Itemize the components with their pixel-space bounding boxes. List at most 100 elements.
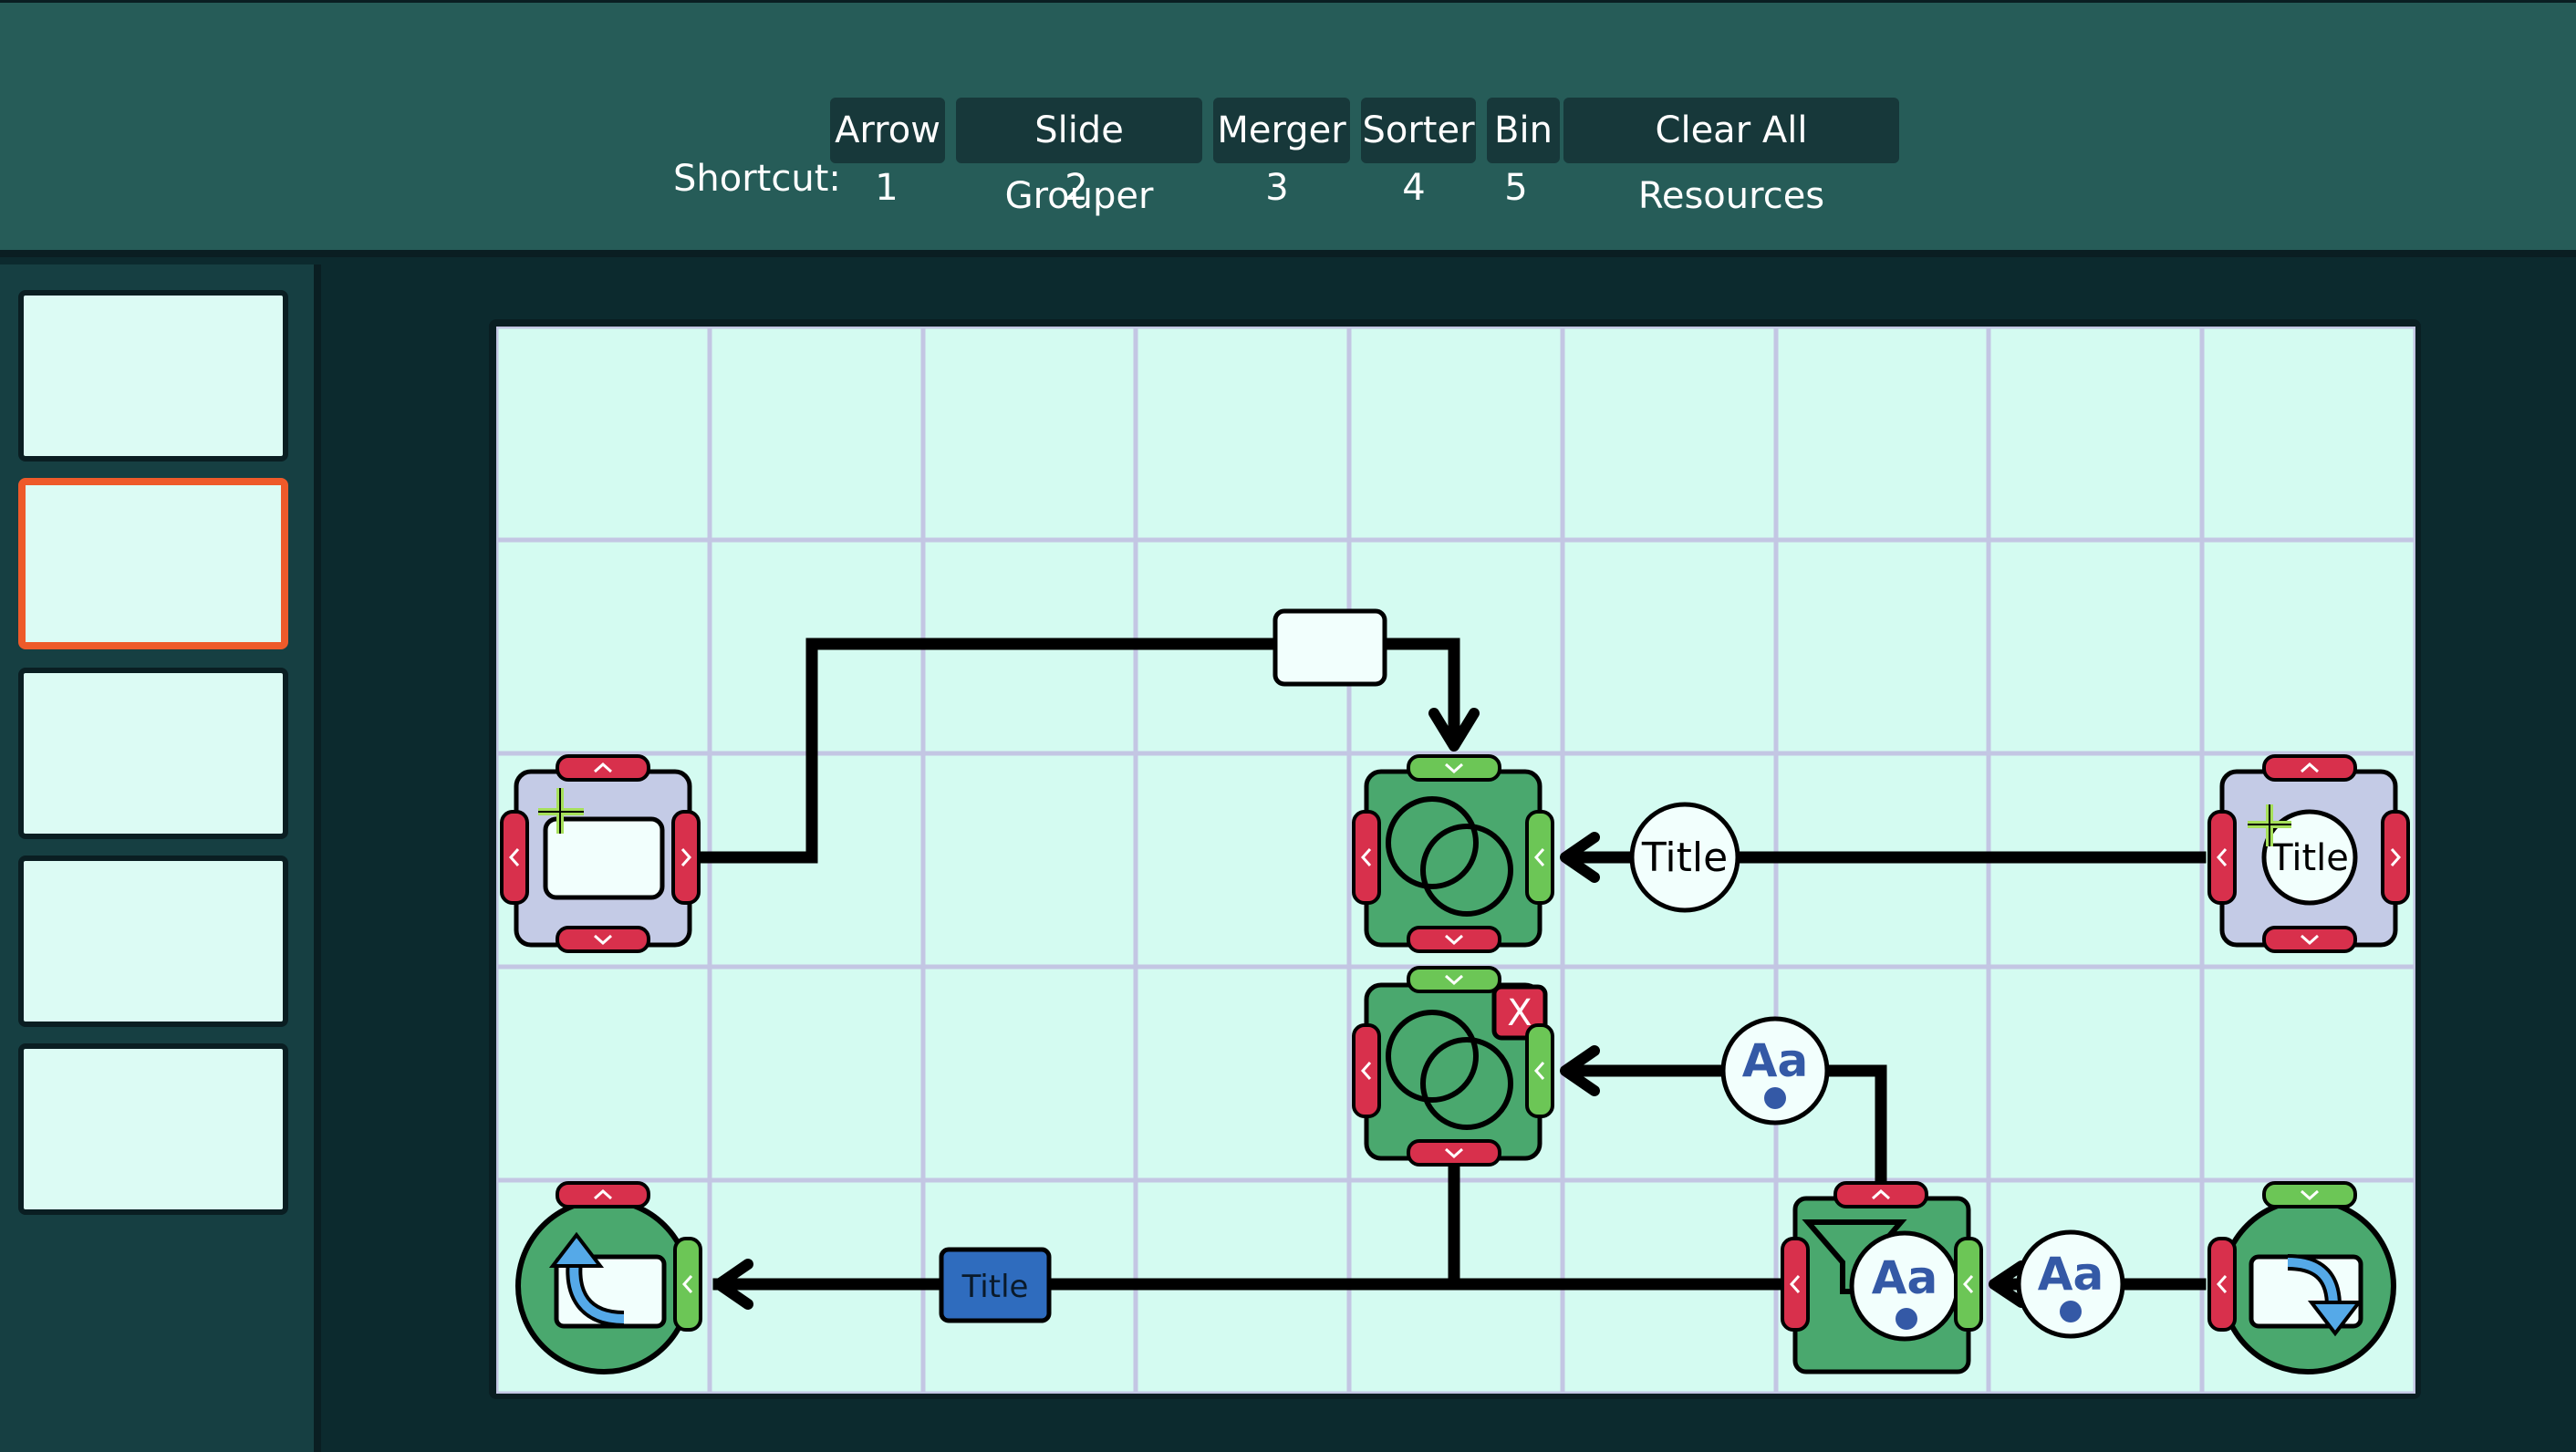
input-port-down[interactable] [1407,754,1501,782]
merger-tool-button[interactable]: Merger [1213,98,1350,163]
shortcut-key-sorter: 4 [1402,167,1426,209]
merge-circle-icon [1420,824,1513,917]
chevron-left-icon [2216,848,2228,866]
output-port-left[interactable] [2207,1237,2237,1332]
slide-thumbnail-2[interactable] [18,478,288,649]
chevron-left-icon [1533,1062,1545,1080]
resource-title-circle[interactable]: Title [1629,802,1740,913]
chevron-left-icon [1962,1275,1974,1293]
chevron-up-icon [594,762,612,773]
output-port-down[interactable] [2262,926,2357,953]
arrowhead-left-icon [1989,1260,2027,1308]
chevron-left-icon [1360,1062,1372,1080]
clear-all-resources-button[interactable]: Clear All Resources [1563,98,1899,217]
text-glyph-icon: Aa [2038,1248,2103,1301]
shortcut-label: Shortcut: [673,158,841,200]
chevron-down-icon [594,934,612,946]
shortcut-key-slide-grouper: 2 [1065,167,1088,209]
bin-merger-node[interactable]: X [1364,982,1548,1161]
chevron-left-icon [2216,1275,2228,1293]
chevron-left-icon [1360,848,1372,866]
chevron-left-icon [1533,848,1545,866]
slide-source-node[interactable] [514,769,692,948]
output-port-down[interactable] [1407,1139,1501,1167]
output-node[interactable] [515,1198,692,1374]
output-port-up[interactable] [1833,1181,1928,1208]
chevron-left-icon [508,848,520,866]
chevron-up-icon [2301,762,2319,773]
input-port-left[interactable] [673,1237,702,1332]
output-port-left[interactable] [500,810,529,905]
title-source-text: Title [2270,837,2349,879]
chevron-up-icon [1872,1188,1890,1200]
input-port-down[interactable] [2262,1181,2357,1208]
resource-title-tag[interactable]: Title [939,1247,1052,1323]
slide-thumbnail-5[interactable] [18,1043,288,1215]
dot-icon [2060,1301,2082,1322]
resource-text-circle[interactable]: Aa [1720,1016,1830,1125]
slide-thumbnail-4[interactable] [18,856,288,1027]
dot-icon [1764,1087,1786,1109]
arrowheads [713,708,2027,1310]
slide-thumbnail-1[interactable] [18,290,288,462]
game-board[interactable]: Title Aa Aa Title Title [496,327,2415,1394]
chevron-up-icon [594,1188,612,1200]
output-port-right[interactable] [671,810,701,905]
output-port-up[interactable] [556,1181,650,1208]
arrowhead-down-icon [1428,708,1480,752]
merge-circle-icon [1420,1037,1513,1130]
rotate-back-arrow-icon [569,1260,625,1323]
resource-text-circle[interactable]: Aa [2016,1229,2125,1339]
input-port-left[interactable] [1954,1237,1983,1332]
chevron-down-icon [1445,1147,1463,1159]
resource-slide-card[interactable] [1272,608,1387,687]
chevron-down-icon [1445,762,1463,774]
output-port-left[interactable] [1352,810,1381,905]
merge-circle-icon [1386,1010,1479,1103]
chevron-left-icon [1789,1275,1801,1293]
input-port-left[interactable] [1525,810,1554,905]
arrowhead-left-icon [1560,832,1600,883]
rotate-forward-arrow-icon [2287,1258,2338,1307]
bin-tool-button[interactable]: Bin [1487,98,1560,163]
top-toolbar: Arrow Slide Grouper Merger Sorter Bin Cl… [0,0,2576,257]
title-source-node[interactable]: Title [2219,769,2398,948]
chevron-down-icon [1445,934,1463,946]
output-port-down[interactable] [1407,926,1501,953]
resource-title-circle-text: Title [1641,835,1728,881]
input-port-left[interactable] [1525,1023,1554,1118]
merger-node[interactable] [1364,769,1542,948]
output-port-left[interactable] [2207,810,2237,905]
sorter-tool-button[interactable]: Sorter [1361,98,1476,163]
output-port-right[interactable] [2381,810,2410,905]
output-port-up[interactable] [556,754,650,782]
arrowhead-left-icon [713,1259,753,1310]
arrow-tool-button[interactable]: Arrow [830,98,945,163]
slide-thumbnail-3[interactable] [18,668,288,839]
chevron-down-icon [2301,1189,2319,1201]
output-port-down[interactable] [556,926,650,953]
arrowhead-left-icon [1560,1045,1600,1096]
slide-grouper-tool-button[interactable]: Slide Grouper [956,98,1202,217]
merge-circle-icon [1386,796,1479,889]
arrow-sorter-to-bin-merger[interactable] [1564,1064,1887,1199]
chevron-left-icon [681,1275,693,1293]
output-port-left[interactable] [1781,1237,1810,1332]
shortcut-key-bin: 5 [1504,167,1528,209]
chevron-right-icon [680,848,692,866]
close-icon: X [1507,992,1532,1034]
output-port-left[interactable] [1352,1023,1381,1118]
resource-title-tag-text: Title [961,1269,1029,1305]
text-source-node[interactable] [2219,1198,2396,1374]
output-port-up[interactable] [2262,754,2357,782]
arrow-slide-source-to-merger-top[interactable] [694,638,1460,864]
slide-preview [543,816,665,900]
input-port-down[interactable] [1407,966,1501,993]
shortcut-key-merger: 3 [1265,167,1289,209]
chevron-down-icon [2301,934,2319,946]
node-ports [500,754,2410,1332]
sorter-node[interactable]: Aa [1792,1196,1971,1374]
shortcut-key-arrow: 1 [875,167,898,209]
chevron-down-icon [1445,974,1463,986]
slide-sidebar [0,264,321,1452]
